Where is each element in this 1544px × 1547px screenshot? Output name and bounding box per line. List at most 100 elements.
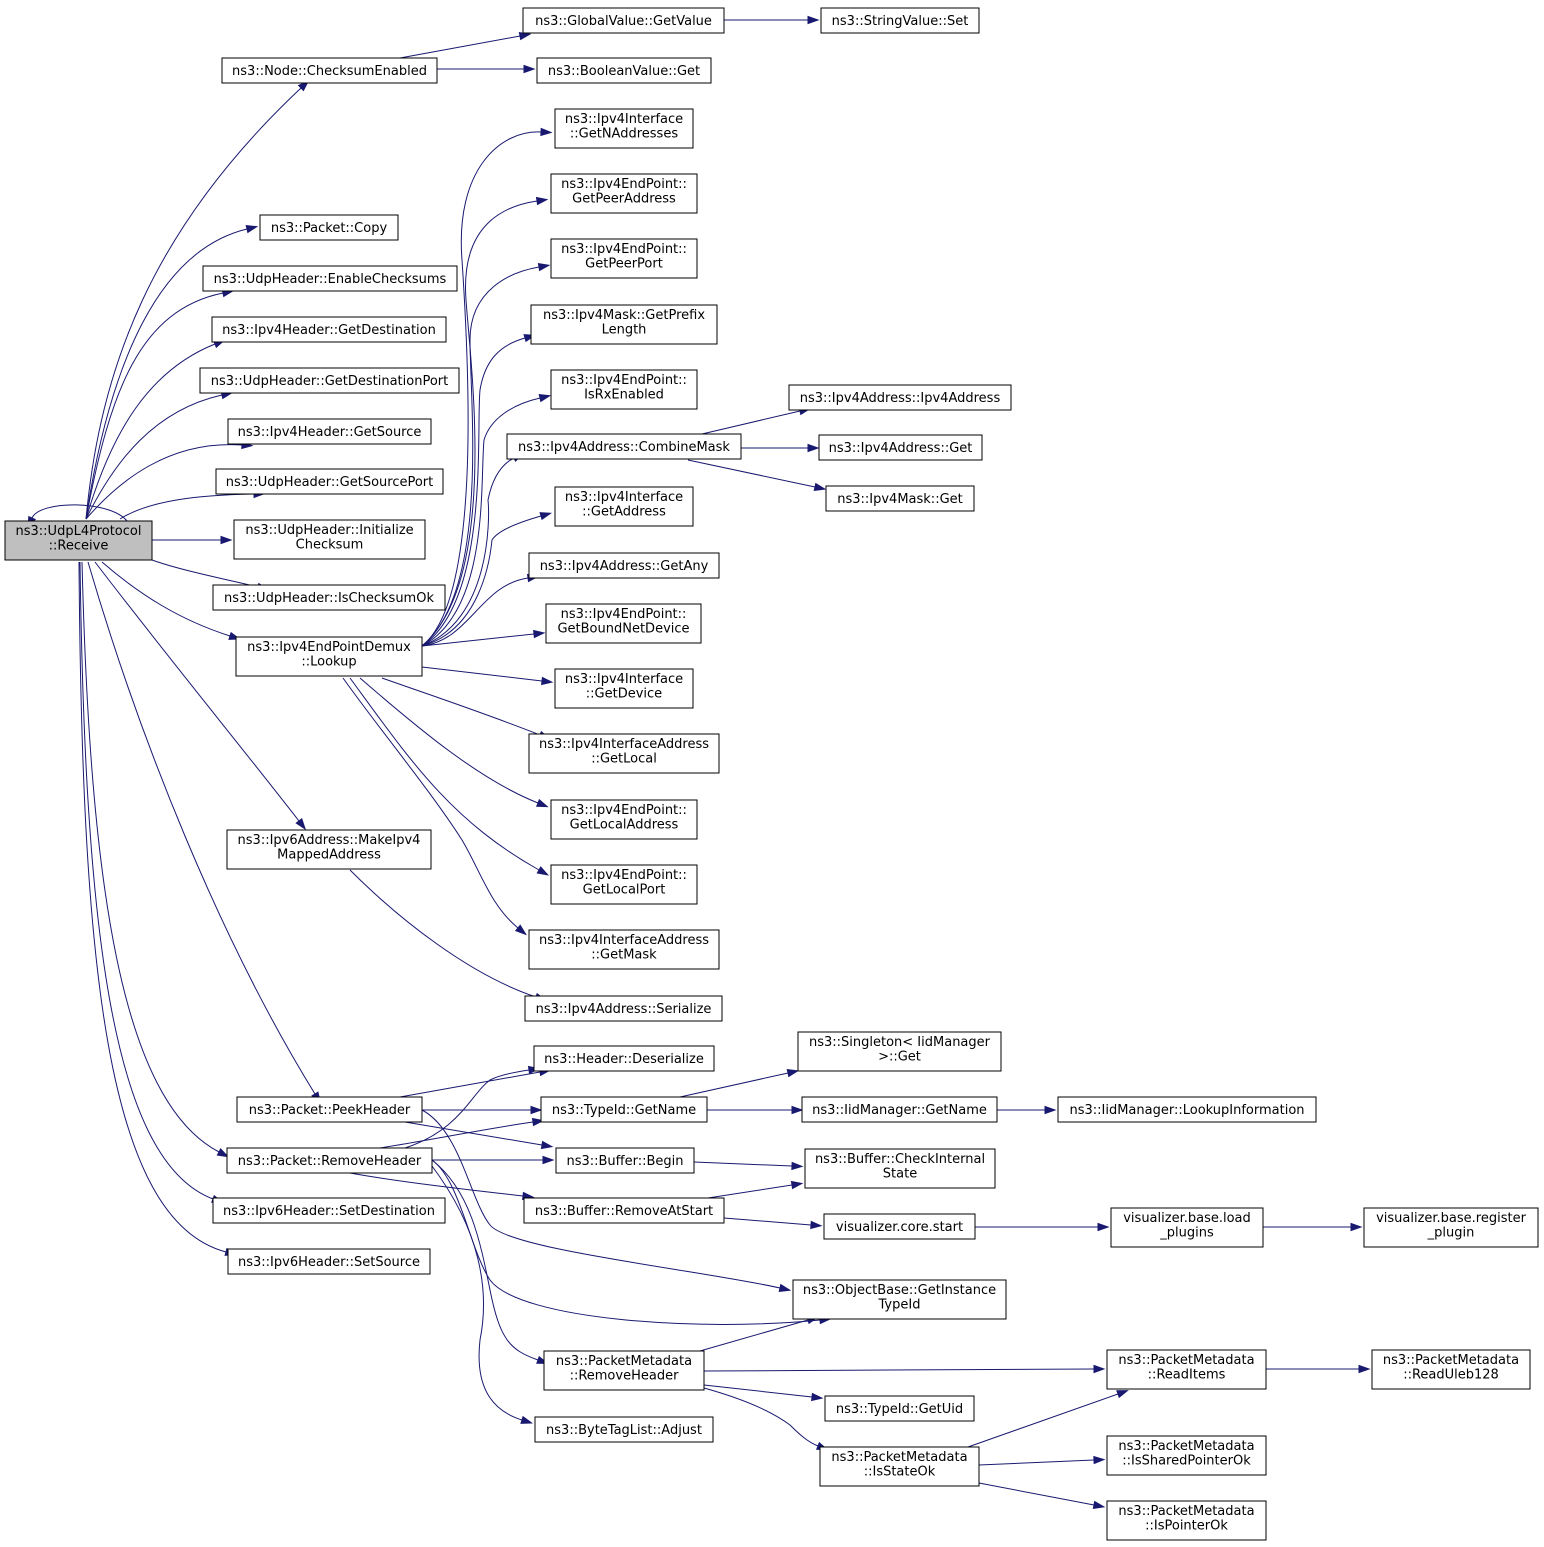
graph-node-peekHeader[interactable]: ns3::Packet::PeekHeader [236, 1096, 423, 1123]
node-label: ns3::TypeId::GetUid [836, 1402, 963, 1417]
call-edge-receive-to-packetCopy [85, 225, 259, 520]
graph-node-epIsRxEnabled[interactable]: ns3::Ipv4EndPoint::IsRxEnabled [550, 369, 698, 410]
graph-node-vizCoreStart[interactable]: visualizer.core.start [823, 1213, 976, 1240]
node-label: GetPeerPort [585, 257, 663, 272]
graph-node-byteTagAdjust[interactable]: ns3::ByteTagList::Adjust [534, 1416, 714, 1443]
call-edge-pmIsStateOk-to-pmIsSharedPtrOk [978, 1455, 1106, 1466]
arrowhead-icon [523, 64, 536, 74]
graph-node-demuxLookup[interactable]: ns3::Ipv4EndPointDemux::Lookup [235, 636, 423, 677]
graph-node-udpIsChecksumOk[interactable]: ns3::UdpHeader::IsChecksumOk [212, 584, 446, 611]
graph-node-singletonGet[interactable]: ns3::Singleton< IidManager>::Get [797, 1031, 1002, 1072]
node-box [233, 519, 426, 560]
call-edge-pmRemoveHeader-to-pmReadItems [703, 1364, 1106, 1374]
graph-node-ipv4GetDest[interactable]: ns3::Ipv4Header::GetDestination [211, 316, 447, 343]
graph-node-ifaceGetNAddr[interactable]: ns3::Ipv4Interface::GetNAddresses [554, 108, 694, 149]
graph-node-combineMask[interactable]: ns3::Ipv4Address::CombineMask [506, 433, 742, 460]
node-label: ::IsStateOk [864, 1465, 936, 1480]
node-box [534, 1416, 714, 1443]
graph-node-epGetPeerPort[interactable]: ns3::Ipv4EndPoint::GetPeerPort [550, 238, 698, 279]
call-edge-line [699, 1319, 809, 1352]
call-edge-line [693, 1161, 793, 1167]
call-edge-line [342, 677, 519, 929]
graph-node-epGetBoundNetDevice[interactable]: ns3::Ipv4EndPoint::GetBoundNetDevice [545, 603, 702, 644]
node-box [818, 434, 983, 461]
graph-node-ifaceGetDevice[interactable]: ns3::Ipv4Interface::GetDevice [554, 668, 694, 709]
graph-node-epGetLocalPort[interactable]: ns3::Ipv4EndPoint::GetLocalPort [550, 864, 698, 905]
graph-node-maskGet[interactable]: ns3::Ipv4Mask::Get [825, 485, 975, 512]
graph-node-ipv4AddrCtor[interactable]: ns3::Ipv4Address::Ipv4Address [788, 384, 1012, 411]
graph-node-ipv4AddrGet[interactable]: ns3::Ipv4Address::Get [818, 434, 983, 461]
graph-node-typeIdGetName[interactable]: ns3::TypeId::GetName [540, 1096, 708, 1123]
graph-node-bufferBegin[interactable]: ns3::Buffer::Begin [555, 1147, 695, 1174]
graph-node-ipv6SetDest[interactable]: ns3::Ipv6Header::SetDestination [212, 1197, 446, 1224]
call-edge-line [421, 266, 540, 647]
graph-node-iidLookupInfo[interactable]: ns3::IidManager::LookupInformation [1057, 1096, 1317, 1123]
graph-node-headerDeserialize[interactable]: ns3::Header::Deserialize [533, 1045, 715, 1072]
graph-node-receive[interactable]: ns3::UdpL4Protocol::Receive [4, 520, 153, 561]
call-edge-line [421, 200, 538, 647]
node-box [792, 1279, 1007, 1320]
call-edge-line [349, 1172, 524, 1197]
graph-node-packetCopy[interactable]: ns3::Packet::Copy [259, 214, 399, 241]
graph-node-epGetPeerAddr[interactable]: ns3::Ipv4EndPoint::GetPeerAddress [550, 173, 698, 214]
call-edge-line [81, 561, 220, 1153]
graph-node-epGetLocalAddr[interactable]: ns3::Ipv4EndPoint::GetLocalAddress [550, 799, 698, 840]
graph-node-udpGetDestPort[interactable]: ns3::UdpHeader::GetDestinationPort [199, 367, 460, 394]
graph-node-ipv4AddrSerialize[interactable]: ns3::Ipv4Address::Serialize [524, 995, 723, 1022]
graph-node-removeHeader[interactable]: ns3::Packet::RemoveHeader [226, 1147, 433, 1174]
graph-node-ipv6SetSource[interactable]: ns3::Ipv6Header::SetSource [227, 1248, 431, 1275]
node-label: ns3::Ipv6Header::SetDestination [223, 1204, 435, 1219]
call-edge-line [679, 1072, 789, 1098]
arrowhead-icon [1116, 1390, 1129, 1399]
node-label: ::GetAddress [582, 505, 666, 520]
call-edge-demuxLookup-to-ifAddrGetMask [342, 677, 527, 936]
arrowhead-icon [813, 482, 827, 492]
graph-node-stringSet[interactable]: ns3::StringValue::Set [820, 7, 980, 34]
graph-node-vizRegisterPlugin[interactable]: visualizer.base.register_plugin [1363, 1207, 1539, 1248]
graph-node-checksumEnabled[interactable]: ns3::Node::ChecksumEnabled [221, 57, 438, 84]
arrowhead-icon [1358, 1364, 1371, 1374]
call-edge-line [151, 559, 259, 588]
graph-node-typeIdGetUid[interactable]: ns3::TypeId::GetUid [824, 1395, 975, 1422]
graph-node-udpGetSourcePort[interactable]: ns3::UdpHeader::GetSourcePort [215, 468, 444, 495]
call-edge-pmRemoveHeader-to-getInstanceTypeId [699, 1316, 820, 1352]
call-edge-removeHeader-to-typeIdGetName [379, 1117, 545, 1149]
graph-node-pmReadUleb[interactable]: ns3::PacketMetadata::ReadUleb128 [1371, 1349, 1531, 1390]
call-edge-pmReadItems-to-pmReadUleb [1266, 1364, 1371, 1374]
call-edge-demuxLookup-to-epGetLocalPort [349, 677, 550, 876]
graph-node-vizLoadPlugins[interactable]: visualizer.base.load_plugins [1110, 1207, 1264, 1248]
graph-node-bufferRemoveAtStart[interactable]: ns3::Buffer::RemoveAtStart [523, 1197, 725, 1224]
graph-node-ifAddrGetLocal[interactable]: ns3::Ipv4InterfaceAddress::GetLocal [528, 733, 720, 774]
call-edge-line [723, 1217, 812, 1226]
graph-node-pmIsPointerOk[interactable]: ns3::PacketMetadata::IsPointerOk [1106, 1500, 1267, 1541]
graph-node-iidGetName[interactable]: ns3::IidManager::GetName [801, 1096, 998, 1123]
node-label: ns3::Ipv4Address::CombineMask [518, 440, 730, 455]
graph-node-pmIsSharedPtrOk[interactable]: ns3::PacketMetadata::IsSharedPointerOk [1106, 1435, 1267, 1476]
graph-node-ifaceGetAddress[interactable]: ns3::Ipv4Interface::GetAddress [554, 486, 694, 527]
graph-node-pmReadItems[interactable]: ns3::PacketMetadata::ReadItems [1106, 1349, 1267, 1390]
graph-node-udpEnableChecksums[interactable]: ns3::UdpHeader::EnableChecksums [202, 265, 458, 292]
node-label: ::Receive [49, 539, 109, 554]
graph-node-ipv4AddrGetAny[interactable]: ns3::Ipv4Address::GetAny [528, 552, 720, 579]
graph-node-globalGetValue[interactable]: ns3::GlobalValue::GetValue [522, 7, 725, 34]
node-label: ::IsSharedPointerOk [1122, 1454, 1251, 1469]
graph-node-pmRemoveHeader[interactable]: ns3::PacketMetadata::RemoveHeader [543, 1350, 705, 1391]
node-label: ns3::Buffer::CheckInternal [815, 1152, 985, 1167]
node-label: ::ReadUleb128 [1403, 1368, 1499, 1383]
arrowhead-icon [536, 866, 550, 876]
node-box [554, 668, 694, 709]
graph-node-ipv4GetSource[interactable]: ns3::Ipv4Header::GetSource [227, 418, 432, 445]
node-label: ns3::Buffer::RemoveAtStart [535, 1204, 713, 1219]
graph-node-pmIsStateOk[interactable]: ns3::PacketMetadata::IsStateOk [819, 1446, 980, 1487]
graph-node-boolGet[interactable]: ns3::BooleanValue::Get [536, 57, 712, 84]
node-label: _plugins [1159, 1226, 1214, 1241]
call-edge-demuxLookup-to-epGetLocalAddr [359, 677, 549, 808]
node-label: visualizer.base.register [1376, 1211, 1527, 1226]
call-edge-vizLoadPlugins-to-vizRegisterPlugin [1263, 1222, 1363, 1232]
graph-node-ifAddrGetMask[interactable]: ns3::Ipv4InterfaceAddress::GetMask [528, 929, 720, 970]
